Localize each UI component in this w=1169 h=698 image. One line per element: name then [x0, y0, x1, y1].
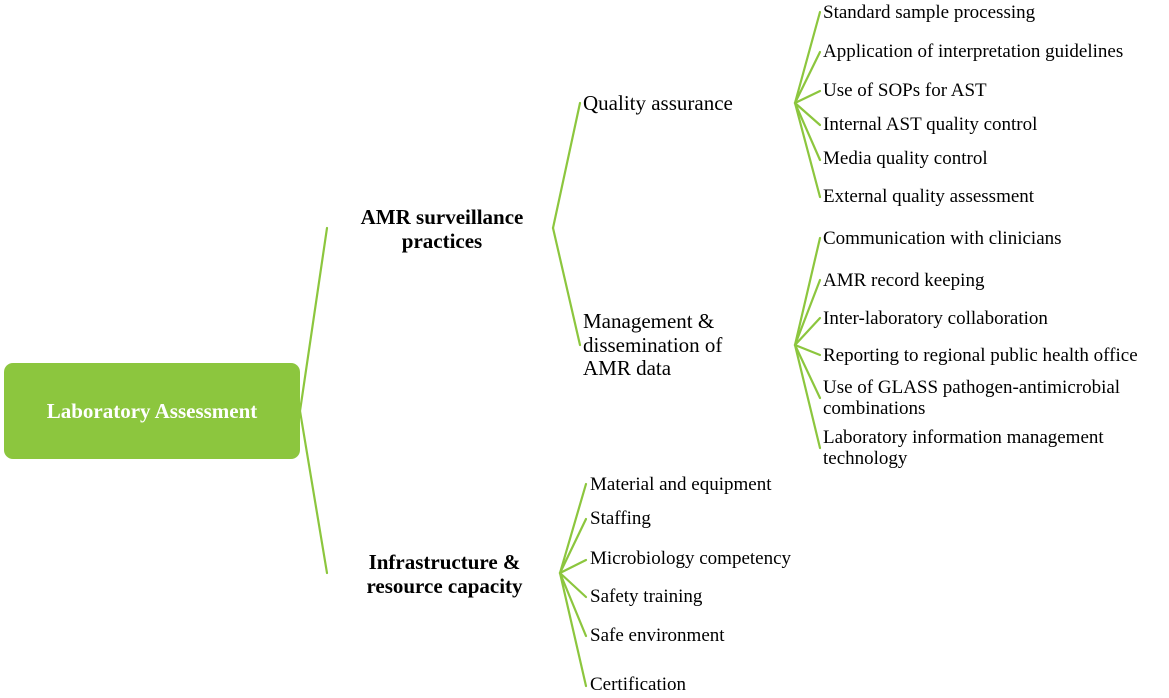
- leaf-qa-1: Standard sample processing: [823, 2, 1036, 23]
- connector-mgmt-4: [793, 343, 822, 357]
- root-label: Laboratory Assessment: [46, 398, 258, 423]
- connector-root-to-infra: [298, 409, 329, 575]
- leaf-infra-5: Safe environment: [590, 625, 725, 646]
- leaf-mgmt-3: Inter-laboratory collaboration: [823, 308, 1048, 329]
- leaf-mgmt-5: Use of GLASS pathogen-antimicrobial comb…: [823, 377, 1121, 419]
- connector-mgmt-1: [793, 236, 822, 347]
- leaf-infra-3: Microbiology competency: [590, 548, 792, 569]
- root-node: Laboratory Assessment: [4, 363, 300, 459]
- leaf-mgmt-6: Laboratory information management techno…: [823, 427, 1104, 469]
- leaf-infra-2: Staffing: [590, 508, 651, 529]
- leaf-mgmt-4: Reporting to regional public health offi…: [823, 345, 1138, 366]
- connector-qa-5: [793, 101, 822, 162]
- leaf-qa-2: Application of interpretation guidelines: [823, 41, 1124, 62]
- connector-infra-3: [558, 558, 588, 575]
- connector-qa-6: [793, 101, 822, 199]
- leaf-mgmt-2: AMR record keeping: [823, 270, 985, 291]
- connector-mgmt-5: [793, 343, 822, 400]
- leaf-mgmt-1: Communication with clinicians: [823, 228, 1062, 249]
- leaf-qa-4: Internal AST quality control: [823, 114, 1038, 135]
- node-management-dissemination: Management & dissemination of AMR data: [583, 309, 723, 381]
- connector-amr-to-mgmt: [551, 226, 582, 347]
- node-quality-assurance: Quality assurance: [583, 91, 733, 115]
- connector-root-to-amr: [298, 226, 329, 413]
- connector-qa-3: [793, 89, 822, 105]
- connector-qa-1: [793, 10, 822, 105]
- connector-infra-1: [558, 482, 588, 575]
- leaf-infra-6: Certification: [590, 674, 687, 695]
- connector-mgmt-3: [793, 316, 822, 347]
- connector-infra-5: [558, 571, 588, 638]
- leaf-qa-5: Media quality control: [823, 148, 988, 169]
- leaf-infra-4: Safety training: [590, 586, 703, 607]
- connector-amr-to-qa: [551, 101, 582, 230]
- connector-mgmt-6: [793, 343, 822, 450]
- connector-mgmt-2: [793, 278, 822, 347]
- leaf-qa-3: Use of SOPs for AST: [823, 80, 987, 101]
- connector-qa-2: [793, 50, 822, 105]
- branch-amr-surveillance: AMR surveillance practices: [360, 205, 524, 253]
- connector-infra-6: [558, 571, 588, 688]
- leaf-infra-1: Material and equipment: [590, 474, 772, 495]
- connector-infra-2: [558, 517, 588, 575]
- connector-qa-4: [793, 101, 822, 127]
- leaf-qa-6: External quality assessment: [823, 186, 1035, 207]
- branch-infrastructure: Infrastructure & resource capacity: [366, 550, 523, 598]
- connector-infra-4: [558, 571, 588, 599]
